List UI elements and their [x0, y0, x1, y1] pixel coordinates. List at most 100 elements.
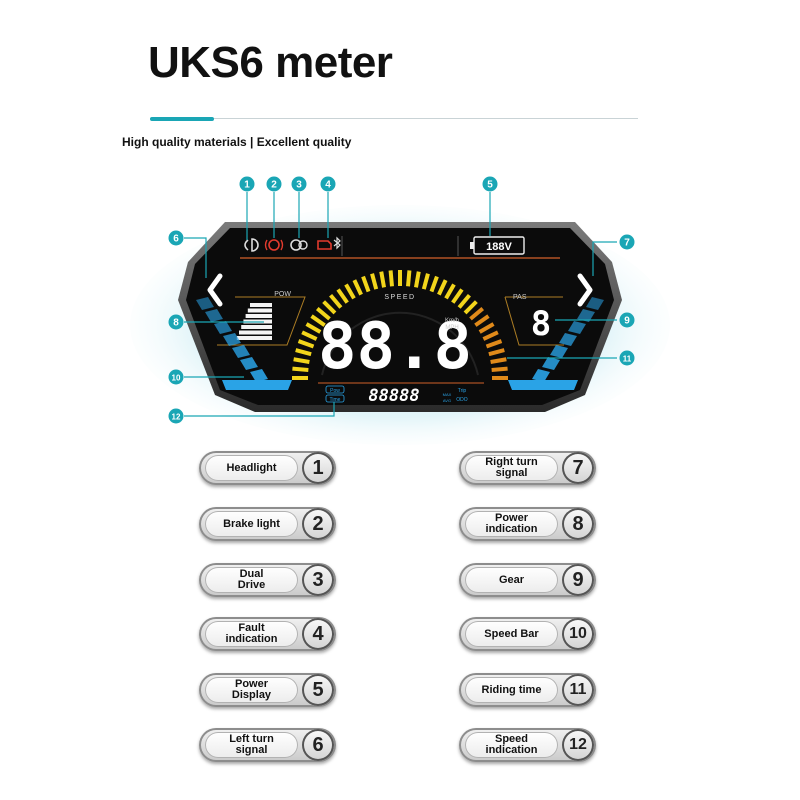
speed-arc-tick [344, 283, 356, 300]
speed-arc-tick [414, 271, 421, 288]
battery-voltage: 188V [486, 241, 512, 253]
speed-arc-tick [370, 273, 379, 290]
speed-arc-tick [361, 275, 371, 293]
speed-bar-segment-left [214, 321, 232, 334]
speed-arc-tick [329, 293, 343, 309]
power-bar-segment [239, 330, 272, 335]
unit-kmh: Km/h [445, 318, 459, 324]
bluetooth-icon [333, 236, 341, 250]
speed-bar-segment-right [586, 297, 604, 310]
speed-arc-tick [485, 339, 503, 349]
speed-arc-tick [421, 273, 430, 290]
legend-number: 7 [562, 452, 594, 484]
tag-max: MAX [443, 392, 452, 397]
speed-arc-tick [336, 288, 349, 304]
speed-arc-tick [310, 314, 326, 327]
legend-number: 11 [562, 674, 594, 706]
legend-number: 9 [562, 564, 594, 596]
speed-arc-tick [297, 339, 315, 349]
power-bar-segment [236, 336, 272, 340]
speed-value: 88.8 [318, 310, 472, 384]
speed-bar-segment-right [577, 309, 595, 322]
callout-circle [482, 176, 498, 192]
callout-circle [239, 176, 255, 192]
riding-time-display: Pow Time 88888 Trip MAX AVG ODO [325, 385, 468, 406]
page-title: UKS6 meter [148, 38, 393, 87]
callout-number: 7 [624, 238, 630, 249]
fault-icon [317, 240, 332, 250]
meter-screen [186, 228, 614, 405]
speed-arc-tick [478, 322, 495, 334]
speed-arc-tick [292, 366, 309, 372]
speed-bar-segment-right [550, 345, 568, 358]
battery-display: 188V [470, 236, 525, 255]
callout-number: 9 [624, 316, 630, 327]
callout-circle [168, 230, 184, 246]
speed-arc-tick [488, 348, 505, 357]
callout-circle [266, 176, 282, 192]
power-bar-segment [241, 325, 272, 329]
dual-drive-icon [290, 239, 308, 251]
callout-number: 11 [623, 355, 632, 364]
legend-label: Speed Bar [465, 621, 558, 647]
callout-circle [619, 312, 635, 328]
speed-bar-segment-right [559, 333, 577, 346]
legend-number: 1 [302, 452, 334, 484]
headlight-icon [244, 238, 259, 252]
tag-avg: AVG [443, 398, 451, 403]
speed-arc-tick [451, 288, 464, 304]
callout-circle [168, 369, 184, 385]
speed-arc-tick [406, 270, 412, 287]
callout-circle [619, 350, 635, 366]
callout-circle [168, 408, 184, 424]
title-divider [150, 118, 638, 119]
power-bar-segment [250, 303, 272, 307]
callout-number: 5 [487, 180, 493, 191]
legend-number: 4 [302, 618, 334, 650]
speed-bar-base-left [222, 380, 292, 390]
tag-trip: Trip [458, 388, 467, 394]
speed-arc-tick [474, 314, 490, 327]
speed-arc-tick [305, 322, 322, 334]
speed-bar-base-right [508, 380, 578, 390]
tag-pow: Pow [330, 388, 340, 394]
speed-arc-tick [457, 293, 471, 309]
pow-label: POW [274, 291, 291, 298]
speed-arc-tick [301, 330, 318, 341]
speed-arc-tick [315, 307, 331, 321]
speed-bar [196, 297, 604, 390]
speed-bar-segment-left [250, 369, 268, 382]
speed-label: SPEED [384, 294, 415, 301]
odometer-value: 88888 [368, 386, 419, 406]
speed-arc-tick [437, 279, 448, 296]
legend-label: Riding time [465, 677, 558, 703]
callout-number: 8 [173, 318, 179, 329]
gear-indication: PAS 8 [504, 294, 564, 346]
power-bar-segment [247, 308, 272, 313]
power-bar-segment [245, 314, 272, 318]
speed-bar-segment-right [532, 369, 550, 382]
speed-bar-segment-left [205, 309, 223, 322]
speed-arc-tick [490, 357, 507, 364]
speed-arc-tick [293, 357, 310, 364]
speed-bar-segment-left [232, 345, 250, 358]
callout-number: 10 [172, 374, 181, 383]
legend-number: 10 [562, 618, 594, 650]
